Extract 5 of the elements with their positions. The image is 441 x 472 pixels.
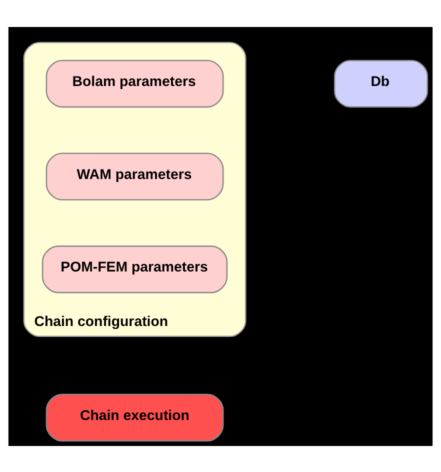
node-box: POM-FEM parameters (42, 245, 228, 293)
node-box: Db (334, 59, 428, 108)
node-box: Bolam parameters (46, 59, 224, 108)
node-box: Chain execution (46, 393, 224, 441)
node-box: WAM parameters (46, 152, 224, 200)
